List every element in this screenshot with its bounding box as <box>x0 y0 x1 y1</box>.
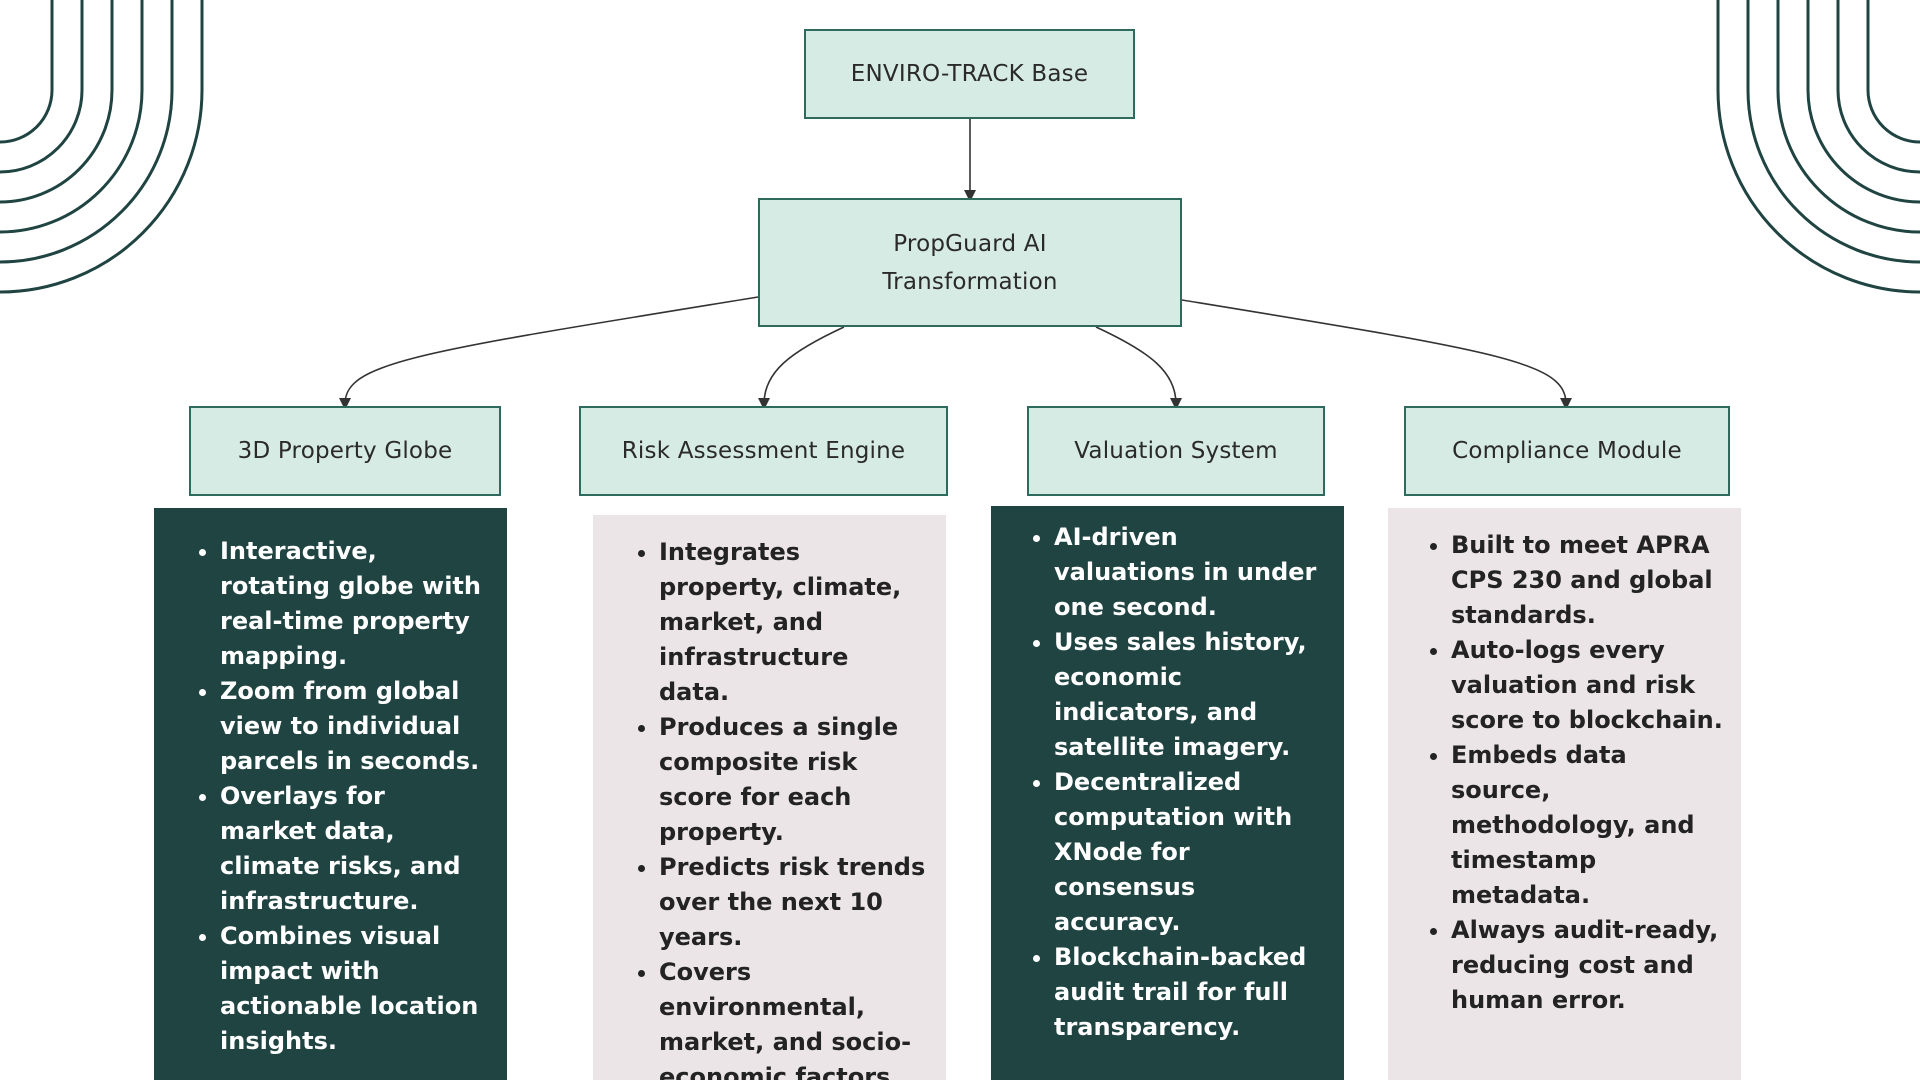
connector-propguard-to-valuation <box>1095 326 1182 410</box>
node-label: Compliance Module <box>1452 438 1682 464</box>
module-node-3d-property-globe: 3D Property Globe <box>189 406 501 496</box>
panel-risk-assessment-engine: Integrates property, climate, market, an… <box>593 515 946 1080</box>
connector-propguard-to-risk <box>758 326 845 410</box>
enviro-track-base-node: ENVIRO-TRACK Base <box>804 29 1135 119</box>
bullet-item: Decentralized computation with XNode for… <box>1054 765 1324 940</box>
bullet-item: Built to meet APRA CPS 230 and global st… <box>1451 528 1723 633</box>
bullet-item: Blockchain-backed audit trail for full t… <box>1054 940 1324 1045</box>
bullet-item: Uses sales history, economic indicators,… <box>1054 625 1324 765</box>
panel-compliance-module: Built to meet APRA CPS 230 and global st… <box>1388 508 1741 1080</box>
bullet-item: Auto-logs every valuation and risk score… <box>1451 633 1723 738</box>
bullet-item: Always audit-ready, reducing cost and hu… <box>1451 913 1723 1018</box>
node-label: PropGuard AI Transformation <box>882 230 1058 295</box>
node-label: 3D Property Globe <box>237 438 453 464</box>
bullet-item: Covers environmental, market, and socio-… <box>659 955 926 1080</box>
panel-3d-property-globe: Interactive, rotating globe with real-ti… <box>154 508 507 1080</box>
bullet-item: Embeds data source, methodology, and tim… <box>1451 738 1723 913</box>
bullet-item: Predicts risk trends over the next 10 ye… <box>659 850 926 955</box>
bullet-item: Produces a single composite risk score f… <box>659 710 926 850</box>
bullet-item: Combines visual impact with actionable l… <box>220 919 487 1059</box>
decorative-arcs-left <box>0 0 204 294</box>
connector-propguard-to-globe <box>339 296 759 410</box>
bullet-list: AI-driven valuations in under one second… <box>991 520 1324 1045</box>
decorative-arcs-right <box>1716 0 1920 294</box>
node-label: ENVIRO-TRACK Base <box>850 61 1089 87</box>
bullet-list: Integrates property, climate, market, an… <box>593 535 926 1080</box>
bullet-list: Interactive, rotating globe with real-ti… <box>154 534 487 1059</box>
propguard-transformation-node: PropGuard AI Transformation <box>758 198 1182 327</box>
bullet-item: AI-driven valuations in under one second… <box>1054 520 1324 625</box>
node-label: Valuation System <box>1074 438 1278 464</box>
module-node-valuation-system: Valuation System <box>1027 406 1325 496</box>
connector-propguard-to-compliance <box>1181 299 1572 410</box>
bullet-item: Overlays for market data, climate risks,… <box>220 779 487 919</box>
bullet-item: Integrates property, climate, market, an… <box>659 535 926 710</box>
bullet-list: Built to meet APRA CPS 230 and global st… <box>1388 528 1723 1018</box>
node-label: Risk Assessment Engine <box>621 438 906 464</box>
panel-valuation-system: AI-driven valuations in under one second… <box>991 506 1344 1080</box>
bullet-item: Zoom from global view to individual parc… <box>220 674 487 779</box>
module-node-compliance-module: Compliance Module <box>1404 406 1730 496</box>
bullet-item: Interactive, rotating globe with real-ti… <box>220 534 487 674</box>
module-node-risk-assessment-engine: Risk Assessment Engine <box>579 406 948 496</box>
